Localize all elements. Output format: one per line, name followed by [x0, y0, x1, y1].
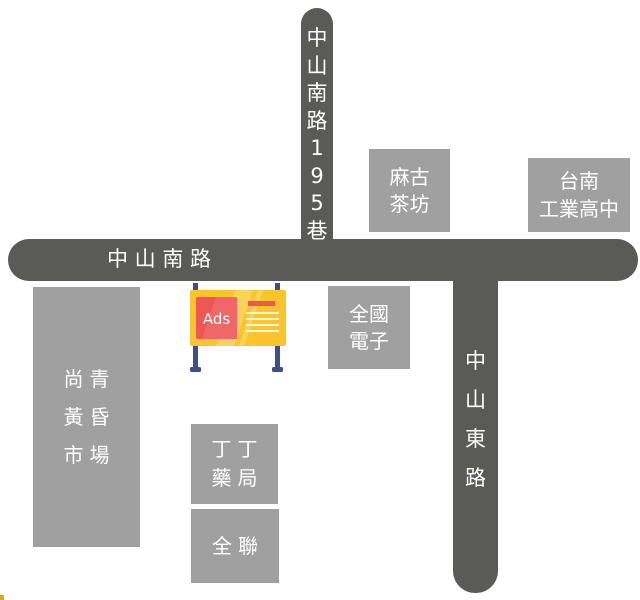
billboard-icon: Ads [190, 283, 286, 372]
billboard-text: Ads [203, 310, 231, 328]
building-pxmart: 全聯 [191, 509, 279, 583]
road-zhongshan-s-rd-lane-195 [301, 8, 333, 248]
building-shangqing-market: 尚青 黃昏 市場 [33, 287, 140, 547]
building-tainan-vocational-high: 台南 工業高中 [528, 158, 630, 232]
building-maku-tea: 麻古 茶坊 [369, 149, 450, 232]
road-zhongshan-e-rd [453, 270, 498, 593]
billboard-ads: Ads [190, 283, 286, 375]
corner-artifact [0, 595, 4, 600]
road-label-zhongshan-s-rd: 中 山 南 路 [107, 247, 212, 271]
road-label-lane-195: 中 山 南 路 1 9 5 巷 [306, 26, 328, 243]
building-quanguo-electronics: 全國 電子 [328, 286, 410, 369]
road-label-zhongshan-e-rd: 中 山 東 路 [465, 349, 486, 490]
building-dingding-pharmacy: 丁丁 藥局 [191, 424, 278, 504]
